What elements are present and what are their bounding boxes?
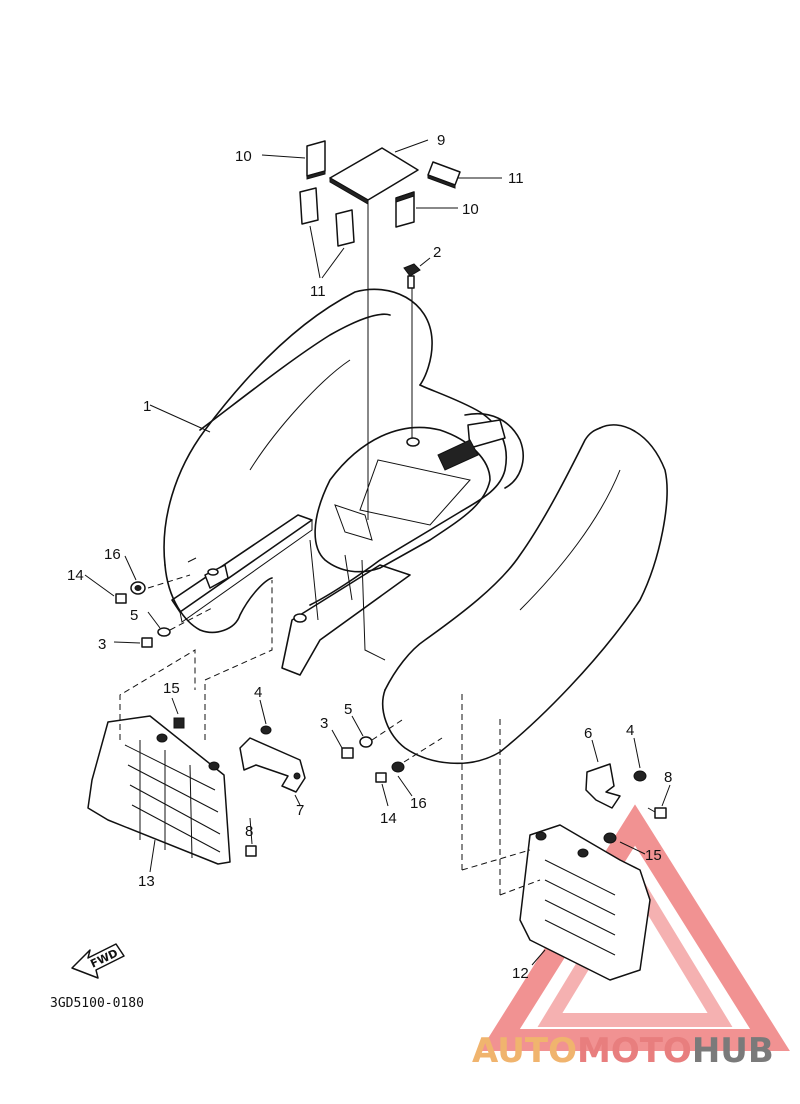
watermark-auto: AUTO — [472, 1031, 577, 1071]
callout-4-left: 4 — [254, 684, 262, 701]
watermark-text: AUTOMOTOHUB — [472, 1031, 774, 1071]
callout-5-right: 5 — [344, 701, 352, 718]
pad-part-10-right — [395, 191, 458, 228]
callout-16-right: 16 — [410, 795, 427, 812]
callout-10-right: 10 — [462, 201, 479, 218]
callout-13: 13 — [138, 873, 155, 890]
callout-1: 1 — [143, 398, 151, 415]
seat-pad-part-9 — [329, 139, 429, 520]
callout-4-right: 4 — [626, 722, 634, 739]
pad-part-11-left — [299, 187, 355, 279]
watermark-moto: MOTO — [577, 1031, 692, 1071]
callout-labels: 1 2 3 3 4 4 5 5 6 7 8 8 9 10 10 11 11 12… — [67, 132, 672, 982]
callout-8-right: 8 — [664, 769, 672, 786]
callout-3-left: 3 — [98, 636, 106, 653]
callout-15-right: 15 — [645, 847, 662, 864]
bolt-part-2 — [403, 257, 431, 447]
callout-2: 2 — [433, 244, 441, 261]
callout-3-right: 3 — [320, 715, 328, 732]
callout-15-left: 15 — [163, 680, 180, 697]
callout-5-left: 5 — [130, 607, 138, 624]
rear-fender-part-1 — [149, 288, 668, 765]
callout-16-left: 16 — [104, 546, 121, 563]
callout-8-left: 8 — [245, 823, 253, 840]
callout-6: 6 — [584, 725, 592, 742]
callout-12: 12 — [512, 965, 529, 982]
callout-7: 7 — [296, 802, 304, 819]
callout-11-right: 11 — [508, 170, 524, 187]
left-guard-part-13 — [87, 580, 273, 873]
callout-10-left: 10 — [235, 148, 252, 165]
svg-text:AUTOMOTOHUB: AUTOMOTOHUB — [472, 1031, 774, 1071]
right-hardware — [331, 715, 443, 807]
pad-part-11-right — [427, 161, 502, 189]
pad-part-10-left — [261, 140, 326, 180]
callout-9: 9 — [437, 132, 445, 149]
watermark-hub: HUB — [692, 1031, 774, 1071]
callout-11-left: 11 — [310, 283, 326, 300]
left-hardware — [84, 555, 213, 648]
drawing-code: 3GD5100-0180 — [50, 996, 144, 1011]
callout-14-right: 14 — [380, 810, 397, 827]
callout-14-left: 14 — [67, 567, 84, 584]
right-guard-part-12 — [461, 690, 651, 981]
bracket-part-6 — [585, 737, 671, 819]
bracket-part-7 — [239, 699, 306, 857]
fwd-arrow-icon: FWD — [71, 943, 125, 979]
